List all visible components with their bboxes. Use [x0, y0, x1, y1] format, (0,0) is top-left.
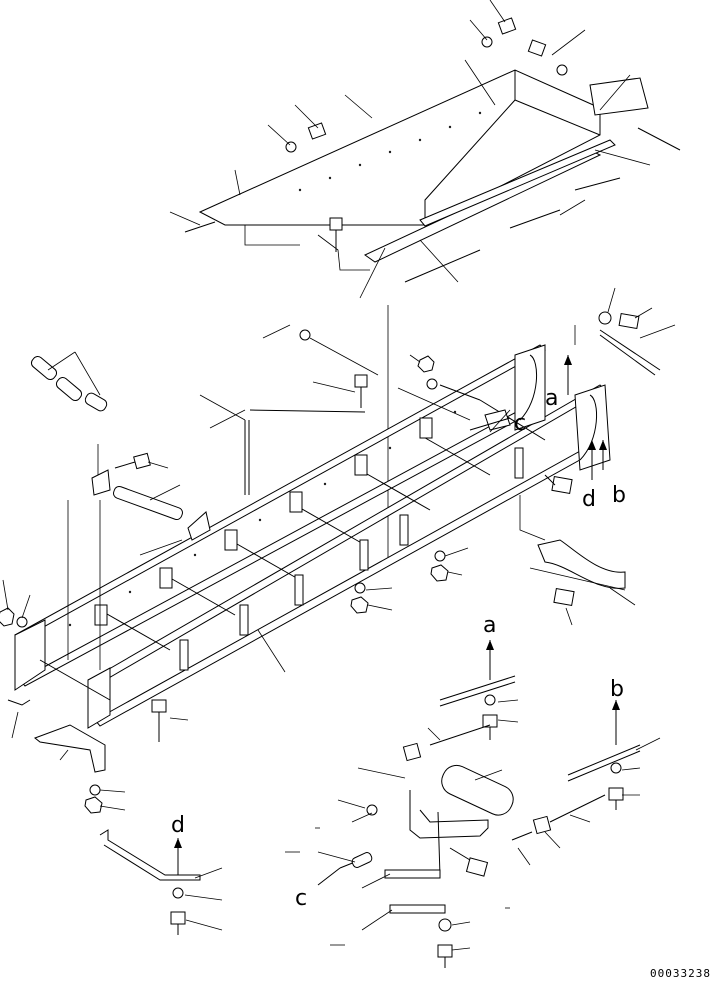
callout-d-bottom: d [171, 813, 185, 838]
main-frame [14, 344, 611, 729]
lower-details [99, 640, 661, 968]
left-parts [0, 324, 379, 814]
top-cover-assembly [169, 0, 681, 560]
document-number: 00033238 [650, 967, 711, 980]
callout-d-top: d [582, 487, 596, 512]
callout-a-top: a [545, 386, 558, 411]
right-upper-parts [350, 287, 676, 626]
callout-b-top: b [612, 483, 626, 508]
callout-letters: a b c d a b c d [171, 386, 626, 911]
callout-b-bottom: b [610, 677, 624, 702]
callout-a-bottom: a [483, 613, 496, 638]
callout-c-top: c [514, 411, 526, 436]
callout-c-bottom: c [295, 886, 307, 911]
